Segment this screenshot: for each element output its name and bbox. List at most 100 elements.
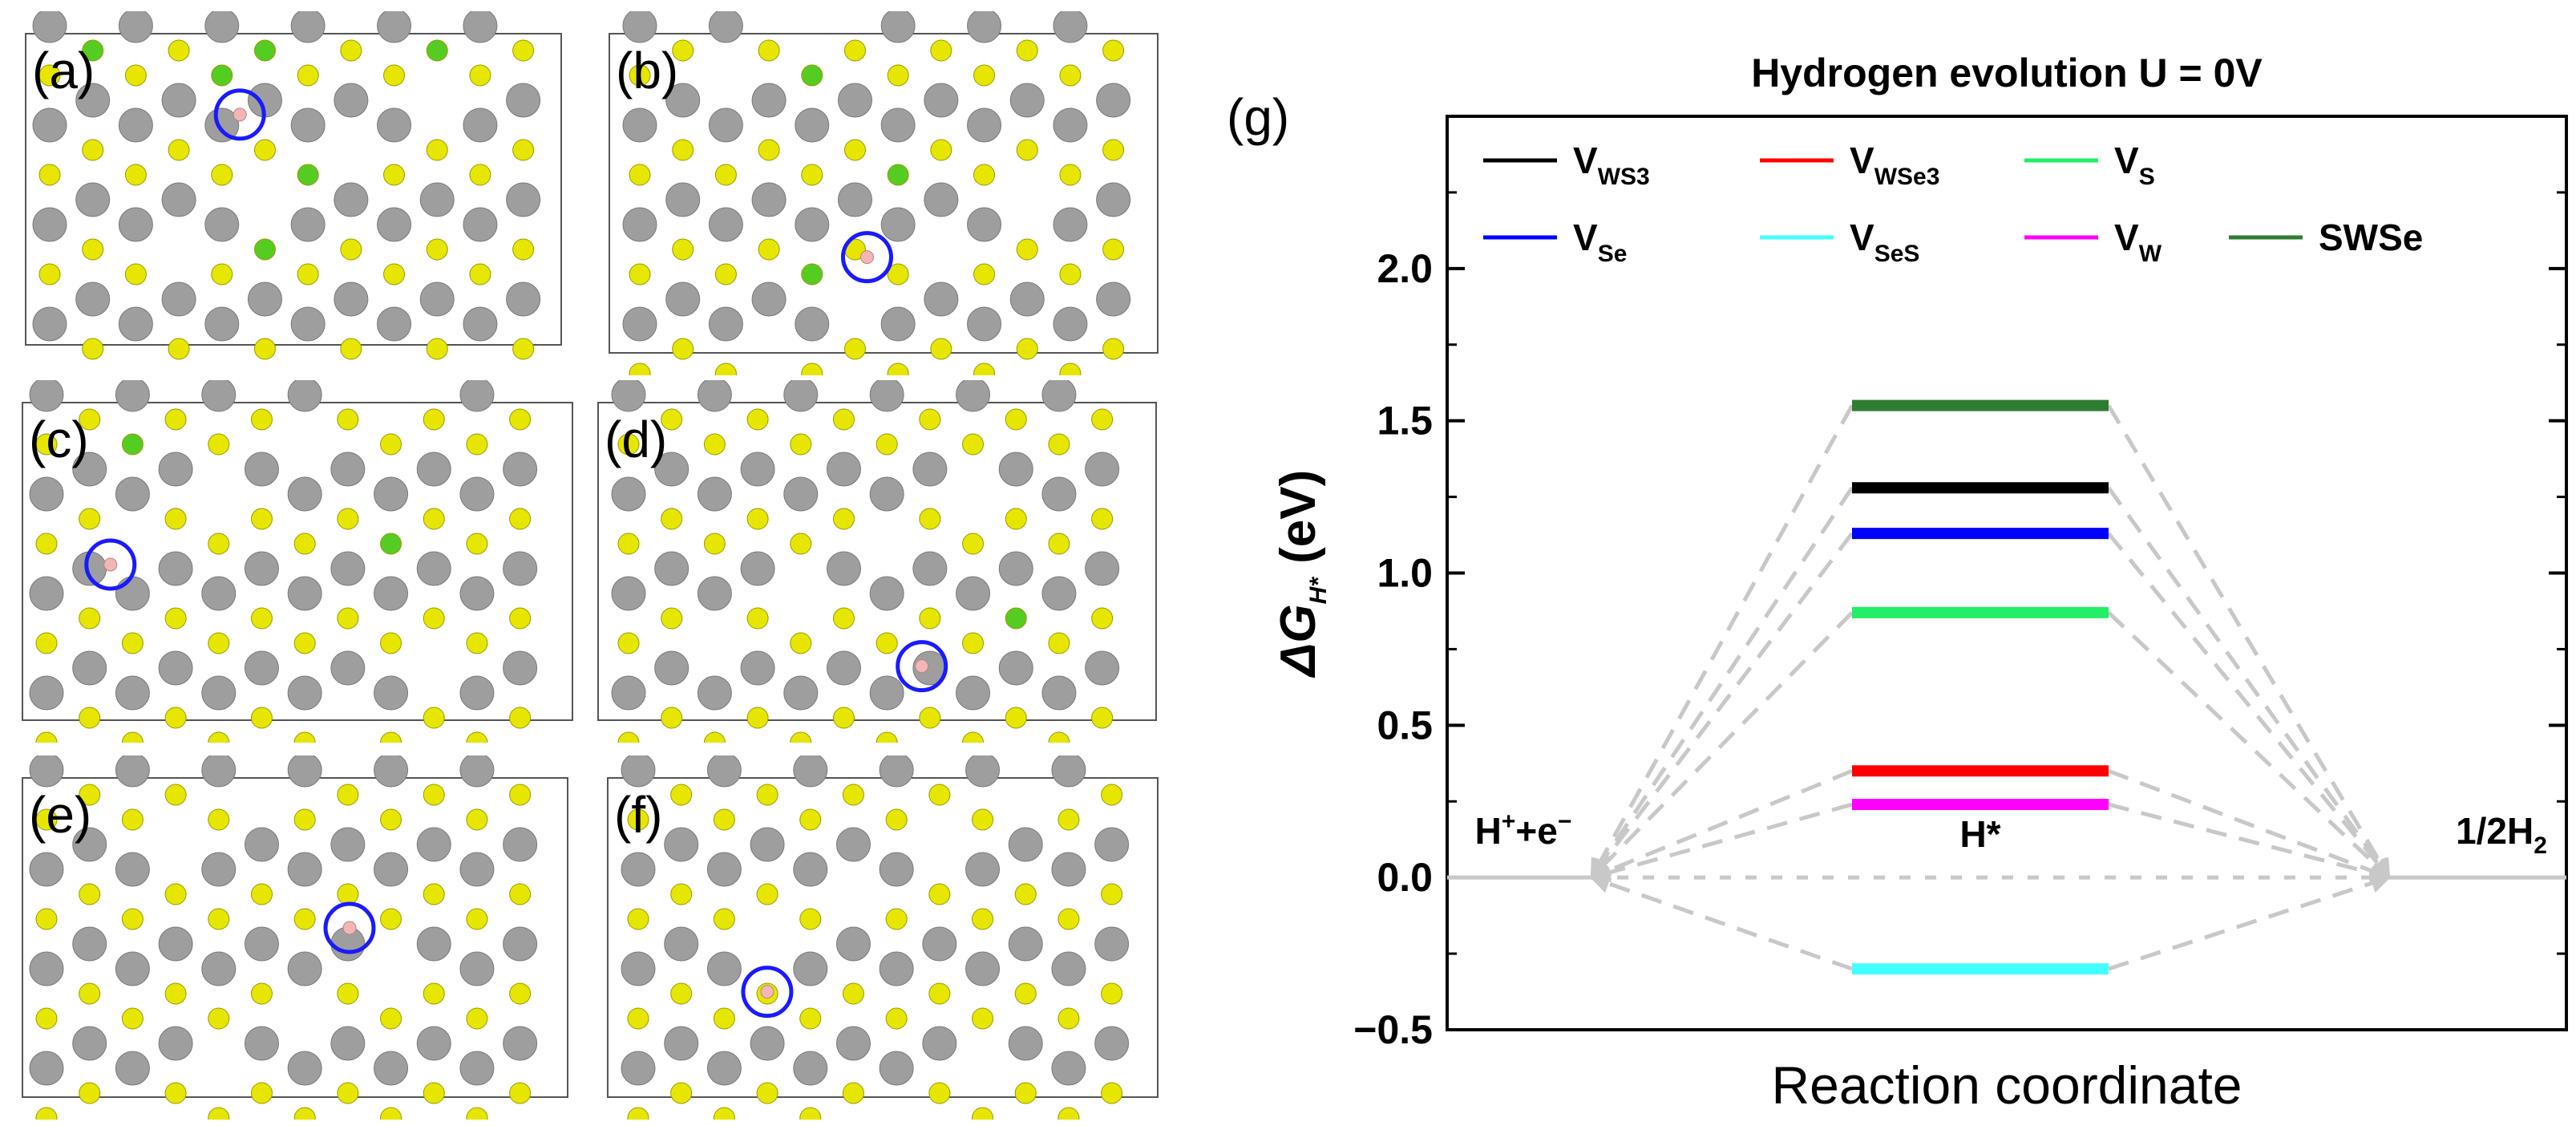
w-atom (29, 476, 64, 512)
connector-left (1589, 404, 1854, 880)
s-atom (1057, 808, 1080, 831)
w-atom (654, 452, 689, 487)
s-atom (211, 164, 233, 186)
w-atom (290, 11, 326, 43)
w-atom (965, 755, 1001, 788)
legend-entry: VS (2114, 140, 2155, 190)
s-atom (713, 1007, 735, 1030)
s-atom (1005, 508, 1027, 530)
w-atom (115, 1051, 150, 1086)
w-atom (706, 852, 742, 887)
s-atom (38, 263, 61, 286)
se-atom (253, 39, 276, 62)
s-atom (1102, 338, 1125, 360)
structure-panel-frame (25, 33, 562, 346)
s-atom (164, 408, 187, 431)
s-atom (790, 533, 812, 555)
legend-entry: VSeS (1850, 217, 1919, 267)
structure-panel-frame (607, 777, 1159, 1098)
s-atom (423, 982, 445, 1005)
s-atom (340, 338, 362, 360)
w-atom (290, 207, 326, 242)
w-atom (463, 207, 498, 242)
structure-panel-frame (597, 402, 1157, 721)
s-atom (746, 707, 769, 729)
w-atom (622, 107, 657, 143)
s-atom (512, 338, 535, 360)
connector-left (1589, 486, 1854, 880)
y-tick-label: 0.5 (1377, 703, 1433, 747)
w-atom (1094, 1026, 1130, 1061)
w-atom (503, 827, 538, 862)
w-atom (924, 282, 959, 317)
w-atom (201, 951, 237, 986)
s-atom (832, 508, 855, 530)
w-atom (32, 107, 67, 143)
w-atom (115, 675, 150, 711)
w-atom (75, 83, 111, 118)
s-atom (208, 1107, 230, 1120)
w-atom (826, 452, 861, 487)
s-atom (423, 784, 445, 806)
s-atom (380, 632, 402, 654)
s-atom (466, 632, 488, 654)
w-atom (32, 306, 67, 342)
w-atom (29, 951, 64, 986)
s-atom (1102, 39, 1125, 62)
final-state-label: 1/2H2 (2456, 810, 2547, 859)
s-atom (380, 1107, 402, 1120)
y-tick-label: 0.0 (1377, 855, 1433, 900)
s-atom (842, 982, 864, 1005)
s-atom (1101, 784, 1123, 806)
s-atom (962, 731, 985, 743)
w-atom (244, 551, 279, 586)
s-atom (426, 338, 448, 360)
w-atom (247, 282, 282, 317)
s-atom (250, 1082, 273, 1104)
w-atom (374, 755, 409, 788)
se-atom (211, 64, 233, 87)
s-atom (962, 433, 985, 456)
w-atom (924, 182, 959, 217)
se-atom (426, 39, 448, 62)
s-atom (380, 908, 402, 930)
s-atom (790, 731, 812, 743)
s-atom (746, 607, 769, 630)
w-atom (290, 107, 326, 143)
w-atom (32, 207, 67, 242)
w-atom (956, 576, 991, 611)
w-atom (72, 926, 107, 962)
adsorption-site-marker (213, 88, 266, 141)
s-atom (250, 607, 273, 630)
w-atom (1096, 282, 1131, 317)
w-atom (244, 827, 279, 862)
s-atom (627, 1107, 649, 1120)
s-atom (509, 508, 532, 530)
s-atom (1059, 363, 1082, 375)
w-atom (287, 755, 322, 788)
w-atom (611, 380, 646, 412)
s-atom (250, 707, 273, 729)
s-atom (164, 1082, 187, 1104)
w-atom (201, 380, 237, 412)
w-atom (459, 476, 495, 512)
w-atom (1096, 182, 1131, 217)
w-atom (967, 107, 1002, 143)
s-atom (250, 408, 273, 431)
w-atom (1051, 755, 1086, 788)
s-atom (168, 338, 190, 360)
w-atom (459, 852, 495, 887)
s-atom (790, 632, 812, 654)
w-atom (837, 83, 872, 118)
panel-label-g: (g) (1227, 88, 1289, 146)
s-atom (1091, 707, 1114, 729)
s-atom (629, 64, 651, 87)
w-atom (708, 11, 743, 43)
s-atom (208, 533, 230, 555)
w-atom (869, 576, 904, 611)
s-atom (885, 908, 908, 930)
s-atom (35, 1107, 58, 1120)
w-atom (201, 852, 237, 887)
connector-left (1590, 532, 1854, 880)
